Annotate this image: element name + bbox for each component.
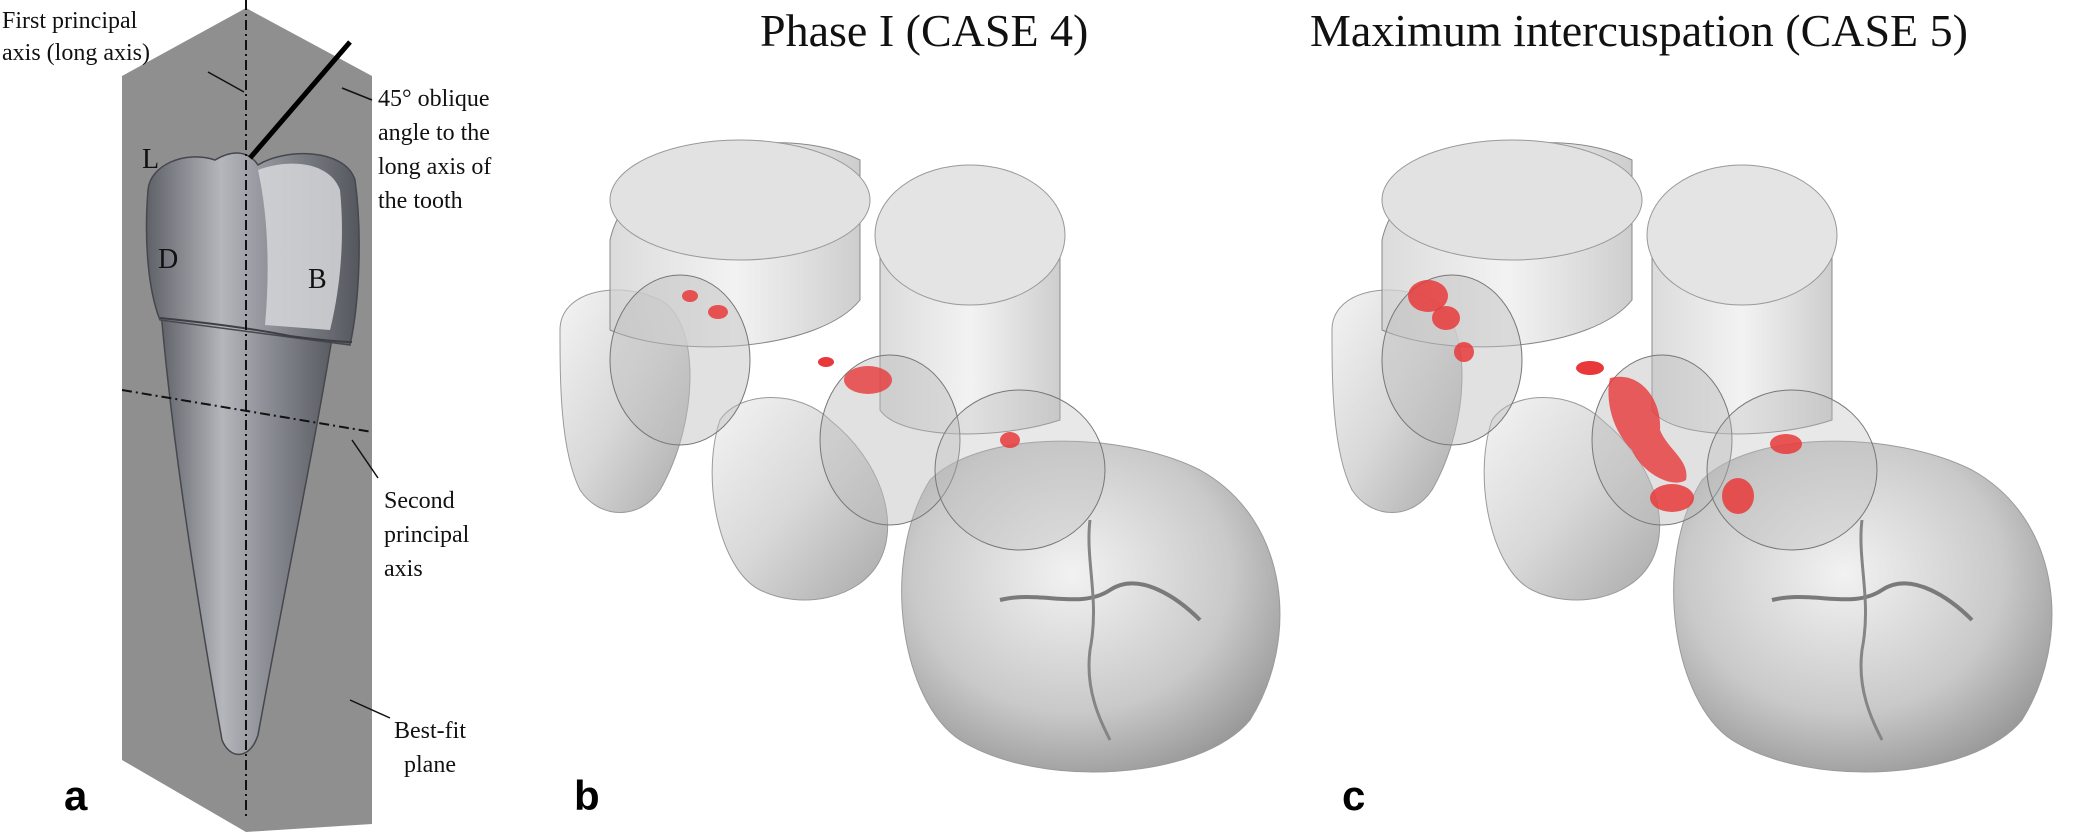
- molar-fissure: [1771, 581, 1974, 622]
- molar: [1673, 440, 2053, 773]
- contact-area: [1408, 280, 1448, 312]
- leader-first-axis: [207, 71, 245, 93]
- contact-area: [818, 357, 834, 367]
- oblique-label-line2: angle to the: [378, 120, 490, 146]
- plane-label-line1: Best-fit: [394, 718, 466, 744]
- oblique-label-line4: the tooth: [378, 188, 463, 214]
- molar-fissure-2: [1087, 519, 1112, 741]
- upper-cusp-3: [1706, 389, 1878, 551]
- molar-fissure: [999, 581, 1202, 622]
- panel-b: Phase I (CASE 4) b: [559, 5, 1281, 819]
- surface-label-L: L: [142, 144, 159, 175]
- oblique-label-line1: 45° oblique: [378, 86, 490, 112]
- upper-cusp-2: [819, 354, 961, 526]
- leader-second-axis: [351, 439, 379, 479]
- contact-area: [682, 290, 698, 302]
- second-axis-label-line1: Second: [384, 488, 455, 514]
- surface-label-B: B: [308, 264, 327, 295]
- panel-c-title: Maximum intercuspation (CASE 5): [1310, 5, 1968, 56]
- second-axis-label-line2: principal: [384, 522, 470, 548]
- molar-fissure-2: [1859, 519, 1884, 741]
- leader-plane: [349, 699, 391, 719]
- contact-area: [1770, 434, 1802, 454]
- leader-oblique: [341, 87, 373, 101]
- upper-cusp-1: [1381, 274, 1523, 446]
- oblique-label-line3: long axis of: [378, 154, 491, 180]
- premolar-2: [1483, 397, 1661, 601]
- plane-label-line2: plane: [404, 752, 456, 778]
- surface-label-D: D: [158, 244, 178, 275]
- dentition-model-b: [559, 139, 1281, 773]
- second-axis-label-line3: axis: [384, 556, 423, 582]
- contact-area: [844, 366, 892, 394]
- upper-cylinder-1-top: [1381, 139, 1643, 261]
- panel-a: First principal axis (long axis) 45° obl…: [2, 0, 491, 832]
- contact-area: [1000, 432, 1020, 448]
- molar: [901, 440, 1281, 773]
- upper-cylinder-2-top: [874, 164, 1066, 306]
- first-axis-label-line2: axis (long axis): [2, 40, 150, 66]
- upper-cylinder-2-top: [1646, 164, 1838, 306]
- panel-letter-c: c: [1342, 772, 1365, 819]
- panel-b-title: Phase I (CASE 4): [760, 5, 1088, 56]
- premolar-2: [711, 397, 889, 601]
- upper-cylinder-1-top: [609, 139, 871, 261]
- tooth-root: [159, 299, 339, 756]
- contact-area: [1608, 376, 1687, 483]
- oblique-axis-line: [248, 40, 352, 160]
- panel-letter-a: a: [64, 772, 88, 819]
- second-principal-axis: [121, 389, 373, 433]
- panel-letter-b: b: [574, 772, 600, 819]
- contact-area: [1650, 484, 1694, 512]
- dentition-model-c: [1331, 139, 2053, 773]
- panel-c: Maximum intercuspation (CASE 5) c: [1310, 5, 2053, 819]
- contact-area: [1576, 361, 1604, 375]
- contact-area: [1432, 306, 1460, 330]
- contact-area: [1454, 342, 1474, 362]
- crown-highlight: [258, 163, 342, 330]
- contact-area: [708, 305, 728, 319]
- cemento-enamel-junction: [159, 317, 353, 343]
- first-axis-label-line1: First principal: [2, 8, 138, 34]
- contact-area: [1722, 478, 1754, 514]
- upper-cusp-1: [609, 274, 751, 446]
- upper-cusp-3: [934, 389, 1106, 551]
